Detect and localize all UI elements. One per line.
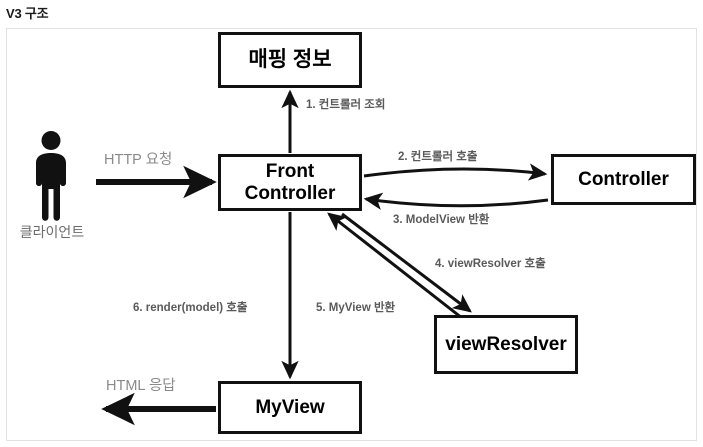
edge-label-step-4: 4. viewResolver 호출 xyxy=(435,258,546,270)
edge-label-step-1: 1. 컨트롤러 조회 xyxy=(306,99,386,111)
edge-label-step-6: 6. render(model) 호출 xyxy=(133,302,248,314)
node-front-controller-line1: Front xyxy=(265,161,315,183)
node-my-view[interactable]: MyView xyxy=(218,381,362,434)
edge-label-step-2: 2. 컨트롤러 호출 xyxy=(398,151,478,163)
edge-label-html-response: HTML 응답 xyxy=(106,378,176,394)
node-view-resolver[interactable]: viewResolver xyxy=(434,315,578,374)
page-title: V3 구조 xyxy=(6,6,49,21)
edge-label-http-request: HTTP 요청 xyxy=(104,152,173,168)
edge-label-step-5: 5. MyView 반환 xyxy=(316,302,396,314)
node-mapping-info[interactable]: 매핑 정보 xyxy=(218,32,362,88)
edge-label-step-3: 3. ModelView 반환 xyxy=(393,214,490,226)
node-controller[interactable]: Controller xyxy=(551,154,696,205)
client-label: 클라이언트 xyxy=(19,224,85,240)
node-front-controller-line2: Controller xyxy=(244,182,336,204)
person-icon xyxy=(36,131,66,221)
node-front-controller[interactable]: Front Controller xyxy=(218,154,362,211)
